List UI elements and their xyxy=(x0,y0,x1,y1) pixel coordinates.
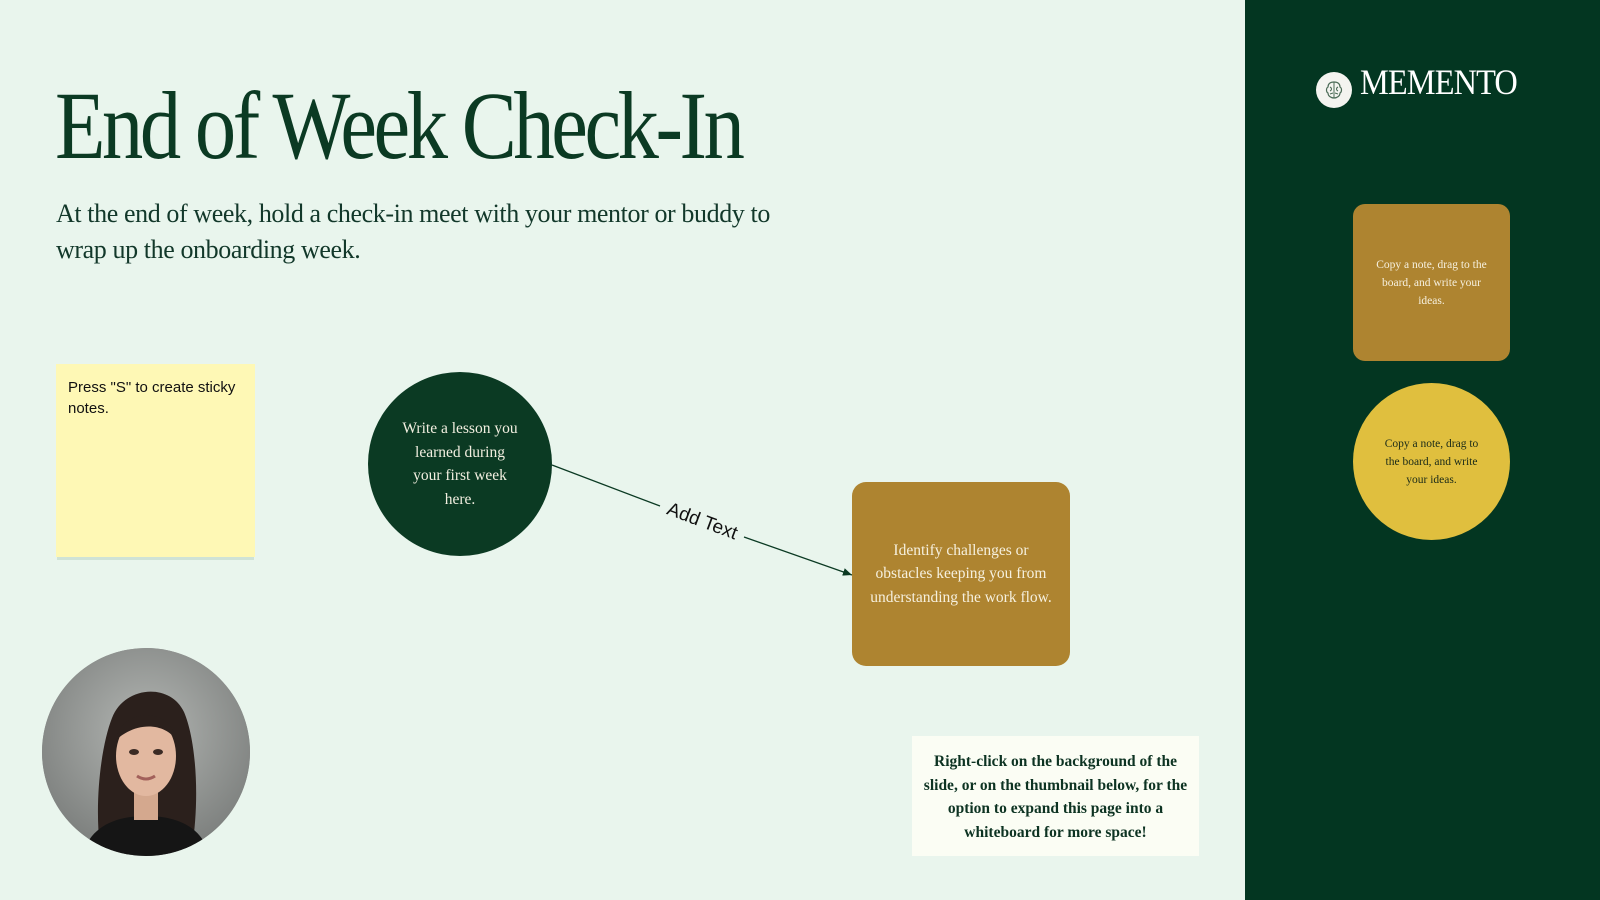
connector-line-start xyxy=(551,464,661,507)
person-photo xyxy=(42,648,250,856)
slide-main-area[interactable]: End of Week Check-In At the end of week,… xyxy=(0,0,1245,900)
page-title: End of Week Check-In xyxy=(55,72,745,179)
template-circle-note[interactable]: Copy a note, drag to the board, and writ… xyxy=(1353,383,1510,540)
challenge-box-shape[interactable]: Identify challenges or obstacles keeping… xyxy=(852,482,1070,666)
sticky-note[interactable]: Press "S" to create sticky notes. xyxy=(56,364,255,557)
presenter-avatar xyxy=(42,648,250,856)
lesson-circle-shape[interactable]: Write a lesson you learned during your f… xyxy=(368,372,552,556)
challenge-box-text: Identify challenges or obstacles keeping… xyxy=(870,541,1052,606)
whiteboard-hint-box[interactable]: Right-click on the background of the sli… xyxy=(912,736,1199,856)
brain-icon xyxy=(1316,72,1352,108)
page-subtitle: At the end of week, hold a check-in meet… xyxy=(56,199,770,264)
template-square-text: Copy a note, drag to the board, and writ… xyxy=(1376,258,1487,307)
brand-name: MEMENTO xyxy=(1360,62,1518,102)
connector-label[interactable]: Add Text xyxy=(664,499,741,545)
template-square-note[interactable]: Copy a note, drag to the board, and writ… xyxy=(1353,204,1510,361)
template-circle-text: Copy a note, drag to the board, and writ… xyxy=(1384,437,1479,486)
connector-line-end xyxy=(743,536,853,576)
lesson-circle-text: Write a lesson you learned during your f… xyxy=(402,420,518,508)
brand-logo: MEMENTO xyxy=(1316,56,1534,108)
